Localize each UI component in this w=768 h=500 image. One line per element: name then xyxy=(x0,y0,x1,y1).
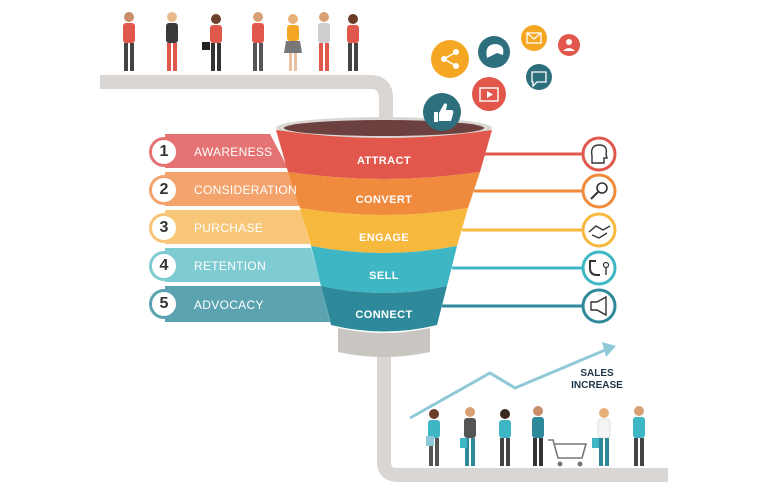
funnel-band-sell xyxy=(311,246,457,293)
sales-label-line2: INCREASE xyxy=(571,380,623,391)
person-bottom-4 xyxy=(532,406,544,466)
funnel-band-connect xyxy=(321,286,447,332)
stage-label-4: RETENTION xyxy=(194,259,267,273)
sales-increase-arrow xyxy=(409,342,616,420)
stage-number-2: 2 xyxy=(149,175,179,205)
people-top xyxy=(123,12,359,71)
stage-number-3: 3 xyxy=(149,213,179,243)
connector-lines xyxy=(442,152,585,308)
megaphone-icon xyxy=(581,288,617,324)
sales-label-line1: SALES xyxy=(580,368,614,379)
magnet-icon xyxy=(581,250,617,286)
video-icon xyxy=(472,77,506,111)
head-idea-icon xyxy=(581,136,617,172)
right-icons xyxy=(581,136,617,324)
stage-band-4 xyxy=(165,248,320,282)
stage-bands xyxy=(165,134,330,322)
funnel-label-connect: CONNECT xyxy=(355,309,413,321)
handshake-icon xyxy=(581,212,617,248)
stage-band-5 xyxy=(165,286,330,322)
person-bottom-3 xyxy=(499,409,511,466)
stage-number-1: 1 xyxy=(149,137,179,167)
person-top-1 xyxy=(123,12,135,71)
stage-band-3 xyxy=(165,210,310,244)
funnel-band-engage xyxy=(300,208,468,253)
bottom-pipe xyxy=(377,340,668,482)
shopping-cart-icon xyxy=(548,439,588,467)
stage-label-1: AWARENESS xyxy=(194,145,273,159)
sales-increase-label: SALES INCREASE xyxy=(563,368,631,392)
stage-band-1 xyxy=(165,134,288,168)
funnel-label-engage: ENGAGE xyxy=(358,232,410,244)
person-top-6 xyxy=(318,12,330,71)
person-top-2 xyxy=(166,12,178,71)
funnel-label-convert: CONVERT xyxy=(355,194,413,206)
funnel-spout xyxy=(338,328,430,357)
person-top-4 xyxy=(252,12,264,71)
mail-icon xyxy=(521,25,547,51)
funnel-band-attract xyxy=(276,130,492,179)
top-pipe xyxy=(100,75,393,135)
funnel-band-convert xyxy=(288,172,480,215)
people-bottom xyxy=(426,406,645,467)
stage-label-2: CONSIDERATION xyxy=(194,183,298,197)
user-icon xyxy=(558,34,580,56)
share-icon xyxy=(431,40,469,78)
funnel-label-sell: SELL xyxy=(369,270,399,282)
person-bottom-5 xyxy=(592,408,611,466)
stage-band-2 xyxy=(165,172,300,206)
person-top-7 xyxy=(347,14,359,71)
funnel-label-attract: ATTRACT xyxy=(357,155,411,167)
person-top-5 xyxy=(284,14,302,71)
person-top-3 xyxy=(202,14,222,71)
person-bottom-6 xyxy=(633,406,645,466)
like-icon xyxy=(423,93,461,131)
chat-icon xyxy=(526,64,552,90)
stage-label-5: ADVOCACY xyxy=(194,298,264,312)
stage-label-3: PURCHASE xyxy=(194,221,264,235)
stage-number-5: 5 xyxy=(149,289,179,319)
magnifier-icon xyxy=(581,173,617,209)
messenger-icon xyxy=(478,36,510,68)
social-icons xyxy=(423,25,580,131)
person-bottom-1 xyxy=(426,409,440,466)
person-bottom-2 xyxy=(460,407,476,466)
stage-number-4: 4 xyxy=(149,251,179,281)
